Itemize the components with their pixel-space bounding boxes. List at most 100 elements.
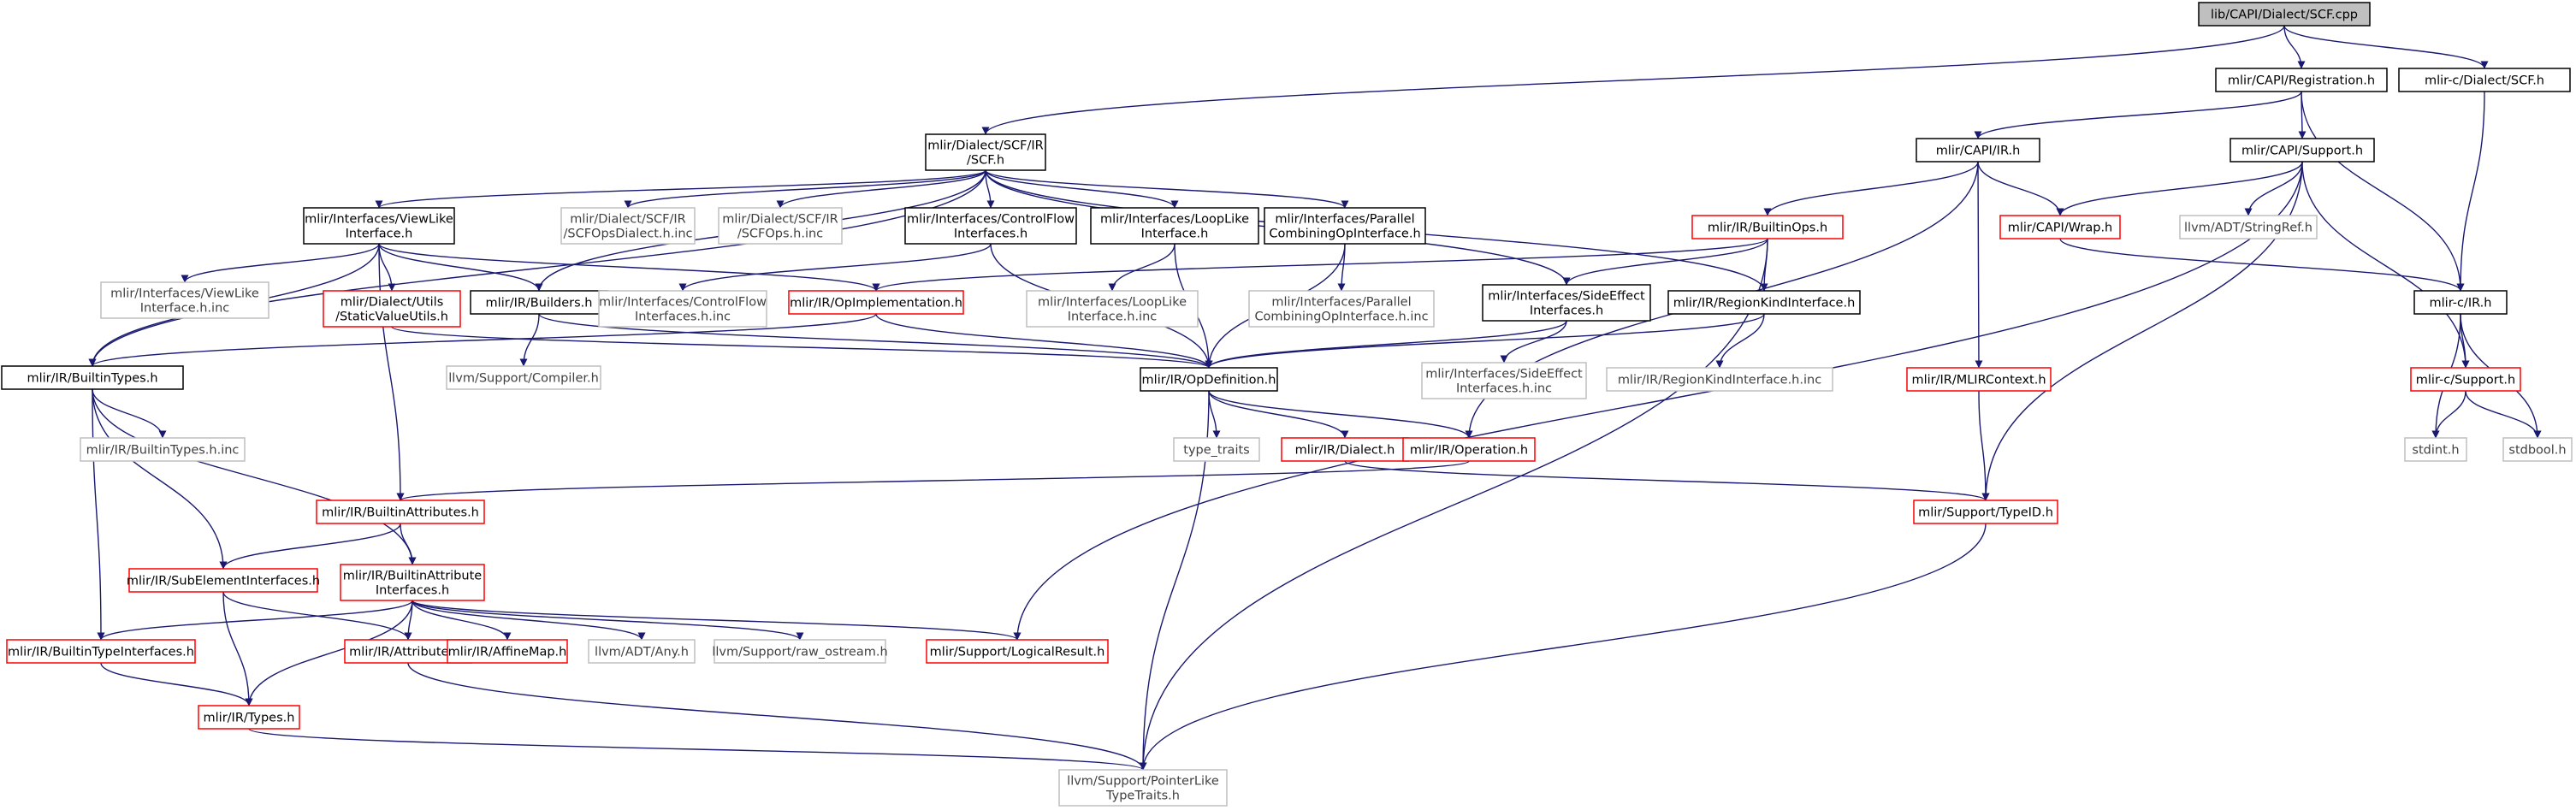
- node-regionkind[interactable]: mlir/IR/RegionKindInterface.h: [1667, 290, 1861, 315]
- node-logicalresult[interactable]: mlir/Support/LogicalResult.h: [926, 639, 1109, 664]
- edge-path: [1139, 238, 1768, 771]
- node-box: [925, 133, 1046, 171]
- edge-path: [1205, 313, 1765, 369]
- node-opimpl[interactable]: mlir/IR/OpImplementation.h: [788, 290, 964, 315]
- node-c_ir[interactable]: mlir-c/IR.h: [2413, 290, 2508, 315]
- edge-path: [2059, 238, 2465, 292]
- node-label: mlir/Dialect/SCF/IR: [927, 139, 1044, 153]
- edge-path: [1562, 238, 1768, 286]
- node-label: mlir/IR/BuiltinOps.h: [1708, 222, 1827, 235]
- edge-path: [2301, 161, 2470, 369]
- node-builtintypes_inc: mlir/IR/BuiltinTypes.h.inc: [80, 437, 246, 462]
- node-box: [598, 290, 767, 328]
- edge-path: [2283, 25, 2306, 69]
- edge-builtintypes-to-builtinattr_ifaces: [92, 388, 417, 565]
- edge-regionkind-to-opdef: [1205, 313, 1765, 369]
- edge-attributes-to-pointerlike: [407, 662, 1147, 771]
- node-subelement[interactable]: mlir/IR/SubElementInterfaces.h: [127, 568, 320, 593]
- node-box: [1916, 138, 2040, 163]
- node-root: lib/CAPI/Dialect/SCF.cpp: [2198, 2, 2371, 27]
- node-box: [718, 207, 843, 245]
- node-label: mlir/CAPI/Support.h: [2241, 145, 2363, 158]
- node-opdef[interactable]: mlir/IR/OpDefinition.h: [1140, 367, 1278, 392]
- edge-path: [396, 460, 1470, 501]
- node-builtinattrs[interactable]: mlir/IR/BuiltinAttributes.h: [316, 500, 485, 524]
- edge-path: [981, 25, 2285, 135]
- node-label: mlir/CAPI/IR.h: [1936, 145, 2021, 158]
- edge-c_support-to-stdbool: [2465, 390, 2542, 439]
- edge-path: [1977, 161, 2064, 216]
- node-scf_h[interactable]: mlir/Dialect/SCF/IR/SCF.h: [925, 133, 1046, 171]
- node-box: [2413, 290, 2508, 315]
- edge-path: [1763, 161, 1979, 216]
- node-label: mlir/Dialect/Utils: [341, 296, 444, 310]
- node-label: mlir/IR/RegionKindInterface.h: [1673, 297, 1856, 310]
- edge-capi_support-to-typeid: [1981, 161, 2303, 501]
- node-label: mlir/Interfaces/Parallel: [1271, 296, 1411, 310]
- node-label: CombiningOpInterface.h.inc: [1254, 310, 1428, 324]
- node-mlircontext[interactable]: mlir/IR/MLIRContext.h: [1906, 367, 2052, 392]
- node-box: [2230, 138, 2375, 163]
- node-label: CombiningOpInterface.h: [1269, 228, 1420, 241]
- node-builtinops[interactable]: mlir/IR/BuiltinOps.h: [1691, 215, 1844, 239]
- edge-path: [1013, 161, 2303, 641]
- node-box: [2502, 437, 2573, 462]
- node-registration[interactable]: mlir/CAPI/Registration.h: [2215, 68, 2388, 92]
- edge-sideeffect-to-sideeffect_inc: [1500, 320, 1567, 364]
- edge-capi_ir-to-builtinops: [1763, 161, 1979, 216]
- node-capi_support[interactable]: mlir/CAPI/Support.h: [2230, 138, 2375, 163]
- edge-builtinattrs-to-subelement: [219, 523, 401, 570]
- node-box: [788, 290, 964, 315]
- edge-root-to-scf_h: [981, 25, 2285, 135]
- edge-regionkind-to-regionkind_inc: [1715, 313, 1765, 369]
- edge-path: [391, 326, 1213, 369]
- node-types[interactable]: mlir/IR/Types.h: [198, 705, 300, 730]
- node-c_support[interactable]: mlir-c/Support.h: [2410, 367, 2521, 392]
- node-affinemap[interactable]: mlir/IR/AffineMap.h: [447, 639, 568, 664]
- node-operation[interactable]: mlir/IR/Operation.h: [1402, 437, 1536, 462]
- edge-scf_h-to-viewlike: [375, 169, 986, 209]
- edge-path: [1715, 313, 1765, 369]
- node-box: [2410, 367, 2521, 392]
- edge-path: [219, 523, 401, 570]
- node-box: [1173, 437, 1260, 462]
- edge-path: [92, 388, 417, 565]
- edge-builtinops-to-sideeffect: [1562, 238, 1768, 286]
- node-stdbool: stdbool.h: [2502, 437, 2573, 462]
- node-c_dialect_scf[interactable]: mlir-c/Dialect/SCF.h: [2398, 68, 2571, 92]
- node-box: [128, 568, 318, 593]
- edge-path: [1975, 161, 1983, 369]
- edge-capi_wrap-to-c_ir: [2059, 238, 2465, 292]
- node-parallel[interactable]: mlir/Interfaces/ParallelCombiningOpInter…: [1264, 207, 1426, 245]
- node-dialect[interactable]: mlir/IR/Dialect.h: [1281, 437, 1409, 462]
- node-typeid[interactable]: mlir/Support/TypeID.h: [1913, 500, 2058, 524]
- node-capi_ir[interactable]: mlir/CAPI/IR.h: [1916, 138, 2040, 163]
- node-label: /SCF.h: [967, 154, 1004, 168]
- node-capi_wrap[interactable]: mlir/CAPI/Wrap.h: [1999, 215, 2121, 239]
- node-builtintypes[interactable]: mlir/IR/BuiltinTypes.h: [1, 365, 184, 390]
- edge-viewlike-to-viewlike_inc: [181, 243, 380, 283]
- node-label: Interface.h.inc: [1068, 310, 1158, 324]
- node-label: llvm/ADT/StringRef.h: [2184, 222, 2312, 235]
- edge-path: [1139, 523, 1987, 771]
- node-box: [447, 639, 568, 664]
- edge-path: [407, 662, 1147, 771]
- node-box: [198, 705, 300, 730]
- edge-path: [1978, 390, 1990, 501]
- edge-path: [538, 313, 1213, 369]
- node-staticvalue[interactable]: mlir/Dialect/Utils/StaticValueUtils.h: [323, 290, 461, 328]
- node-label: /StaticValueUtils.h: [335, 310, 448, 324]
- edge-controlflow-to-controlflow_inc: [678, 243, 992, 292]
- node-builders[interactable]: mlir/IR/Builders.h: [470, 290, 608, 315]
- edge-path: [375, 169, 986, 209]
- node-label: lib/CAPI/Dialect/SCF.cpp: [2211, 9, 2358, 22]
- node-builtintype_ifaces[interactable]: mlir/IR/BuiltinTypeInterfaces.h: [6, 639, 196, 664]
- edge-path: [412, 600, 1022, 641]
- edge-builtinattr_ifaces-to-affinemap: [412, 600, 512, 641]
